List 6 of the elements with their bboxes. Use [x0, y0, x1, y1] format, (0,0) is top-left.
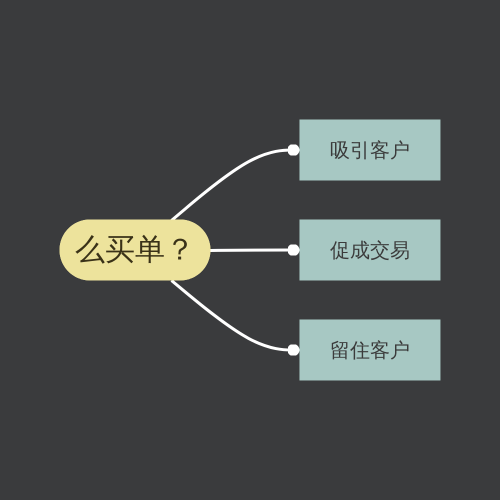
connector [210, 244, 300, 256]
connector [170, 144, 300, 222]
connector [170, 279, 300, 356]
node-box: 吸引客户 [299, 120, 440, 180]
node-box: 留住客户 [299, 320, 440, 380]
node-box: 促成交易 [299, 220, 440, 280]
